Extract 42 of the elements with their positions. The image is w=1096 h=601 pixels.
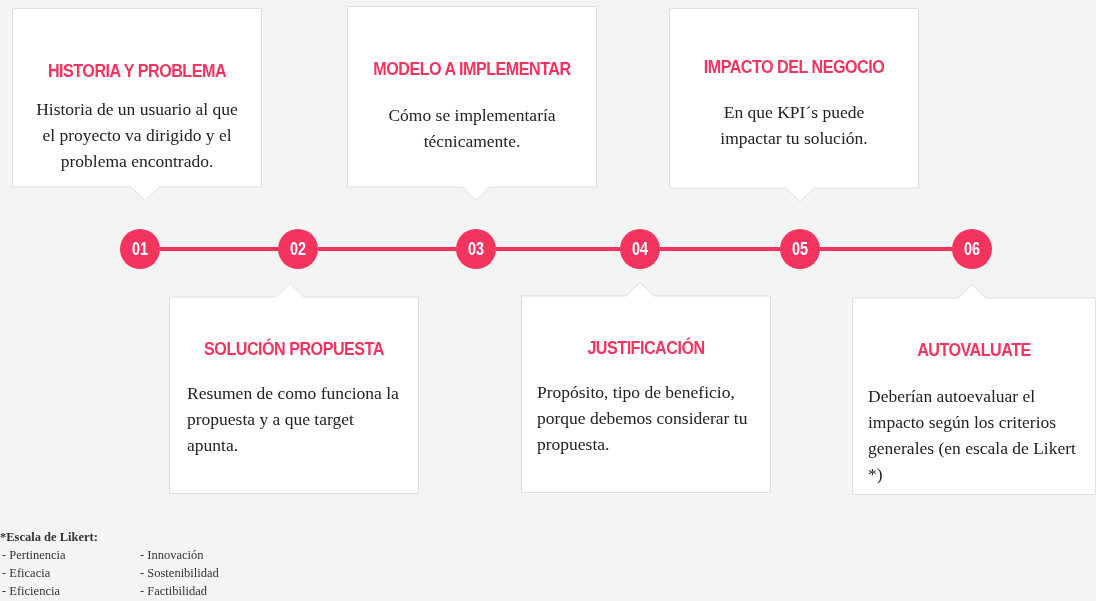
callout-card: [669, 8, 919, 202]
step-number: 05: [792, 238, 808, 261]
timeline-line: [820, 247, 952, 251]
card-description: Deberían autoevaluar el impacto según los criterios generales (en escala de Likert *): [868, 385, 1077, 486]
step-number-circle: [780, 229, 820, 269]
timeline-line: [318, 247, 456, 251]
card-heading: MODELO A IMPLEMENTAR: [372, 58, 572, 80]
card-heading: JUSTIFICACIÓN: [586, 337, 706, 359]
callout-card: [12, 8, 262, 201]
callout-card: [521, 282, 771, 493]
step-number: 03: [468, 238, 484, 261]
criteria-item: - Innovación: [140, 548, 204, 563]
timeline-line: [496, 247, 620, 251]
criteria-item: - Eficacia: [2, 566, 51, 581]
criteria-item: - Sostenibilidad: [140, 566, 219, 581]
card-description: En que KPI´s puede impactar tu solución.: [719, 101, 869, 150]
card-heading: AUTOVALUATE: [916, 339, 1032, 361]
step-number-circle: [620, 229, 660, 269]
card-heading: SOLUCIÓN PROPUESTA: [203, 338, 385, 360]
criteria-item: - Factibilidad: [140, 584, 207, 599]
footnote-title: *Escala de Likert:: [0, 530, 98, 545]
criteria-item: - Pertinencia: [2, 548, 66, 563]
step-number-circle: [456, 229, 496, 269]
card-description: Propósito, tipo de beneficio, porque debemos considerar tu propuesta.: [537, 381, 749, 456]
card-description: Cómo se implementaría técnicamente.: [387, 104, 557, 153]
step-number-circle: [278, 229, 318, 269]
callout-card: [347, 6, 597, 201]
card-description: Resumen de como funciona la propuesta y a que target apunta.: [187, 382, 400, 457]
step-number: 02: [290, 238, 306, 261]
criteria-item: - Eficiencia: [2, 584, 60, 599]
step-number-circle: [952, 229, 992, 269]
step-number: 06: [964, 238, 980, 261]
step-number-circle: [120, 229, 160, 269]
step-number: 04: [632, 238, 648, 261]
card-description: Historia de un usuario al que el proyecto va dirigido y el problema encontrado.: [35, 98, 239, 173]
callout-card: [852, 284, 1096, 495]
callout-card: [169, 283, 419, 494]
card-heading: HISTORIA Y PROBLEMA: [46, 60, 228, 82]
step-number: 01: [132, 238, 148, 261]
timeline-line: [660, 247, 780, 251]
timeline-line: [160, 247, 278, 251]
card-heading: IMPACTO DEL NEGOCIO: [702, 56, 886, 78]
